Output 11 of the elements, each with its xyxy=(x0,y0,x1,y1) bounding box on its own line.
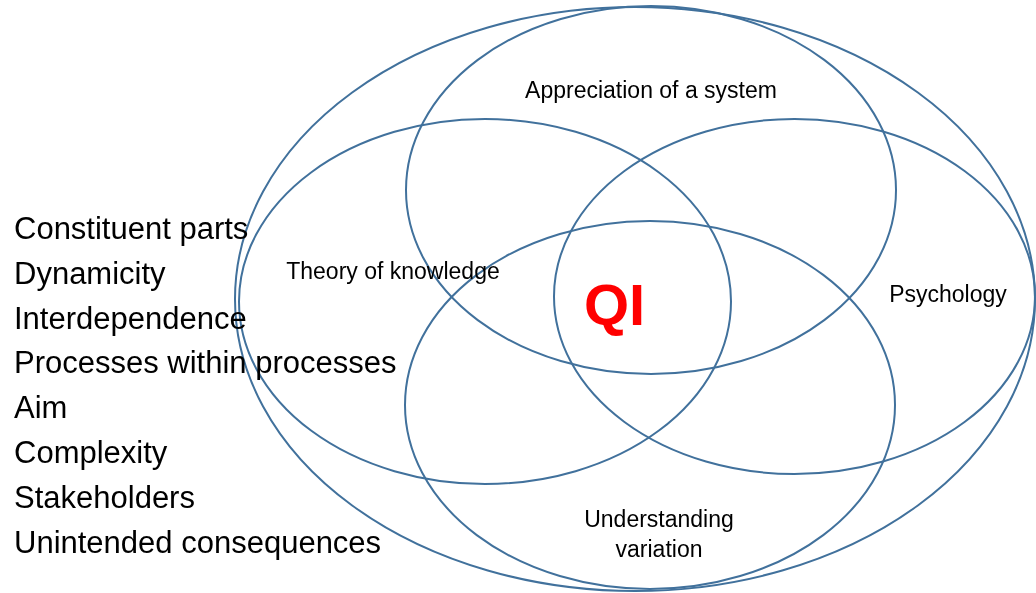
circle-label: Appreciation of a system xyxy=(524,76,778,105)
circle-label: Psychology xyxy=(888,280,1008,309)
list-item: Unintended consequences xyxy=(14,525,382,560)
circle-label: Understanding variation xyxy=(583,505,735,564)
list-item: Stakeholders xyxy=(14,480,195,515)
list-item: Aim xyxy=(14,391,68,426)
list-item: Complexity xyxy=(14,436,168,471)
center-label: QI xyxy=(584,273,646,337)
list-item: Constituent parts xyxy=(14,212,249,247)
list-item: Processes within processes xyxy=(14,346,397,381)
list-item: Dynamicity xyxy=(14,256,166,291)
